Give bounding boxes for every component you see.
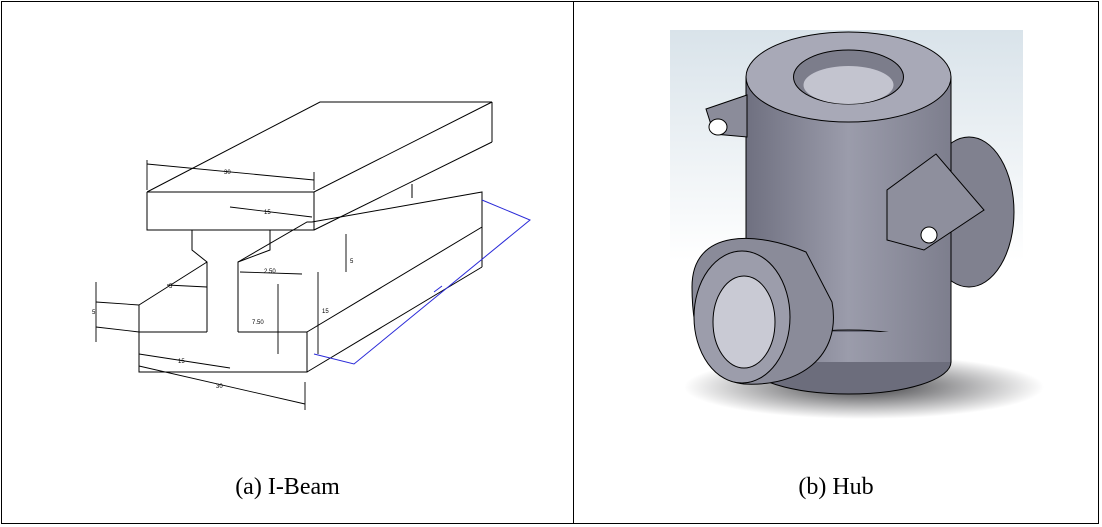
i-beam-drawing: 30 15 2.50 5 15 7.50 5 5 15 30 xyxy=(92,101,531,410)
dim-base-width: 30 xyxy=(216,384,223,390)
dim-flange-bottom: 5 xyxy=(92,310,96,316)
dim-top-inner: 15 xyxy=(264,210,271,216)
front-bore xyxy=(712,275,776,369)
dim-web-half: 7.50 xyxy=(252,320,264,326)
hub-bore-inner xyxy=(803,66,894,104)
dim-top-width: 30 xyxy=(224,170,231,176)
dim-base-left: 5 xyxy=(169,284,173,290)
dim-web-gap: 2.50 xyxy=(264,269,276,275)
caption-i-beam: (a) I-Beam xyxy=(235,474,340,500)
right-ear-hole xyxy=(920,226,938,244)
panel-i-beam: 30 15 2.50 5 15 7.50 5 5 15 30 xyxy=(2,2,573,523)
right-ear xyxy=(886,153,985,251)
hub-render xyxy=(670,30,1044,419)
left-ear-hole xyxy=(708,118,728,136)
dim-web-height: 15 xyxy=(322,309,329,315)
panel-hub: (b) Hub xyxy=(574,2,1098,523)
dim-flange-top: 5 xyxy=(350,259,354,265)
caption-hub: (b) Hub xyxy=(798,474,874,500)
column-divider xyxy=(573,2,574,523)
dim-base-inner: 15 xyxy=(178,359,185,365)
